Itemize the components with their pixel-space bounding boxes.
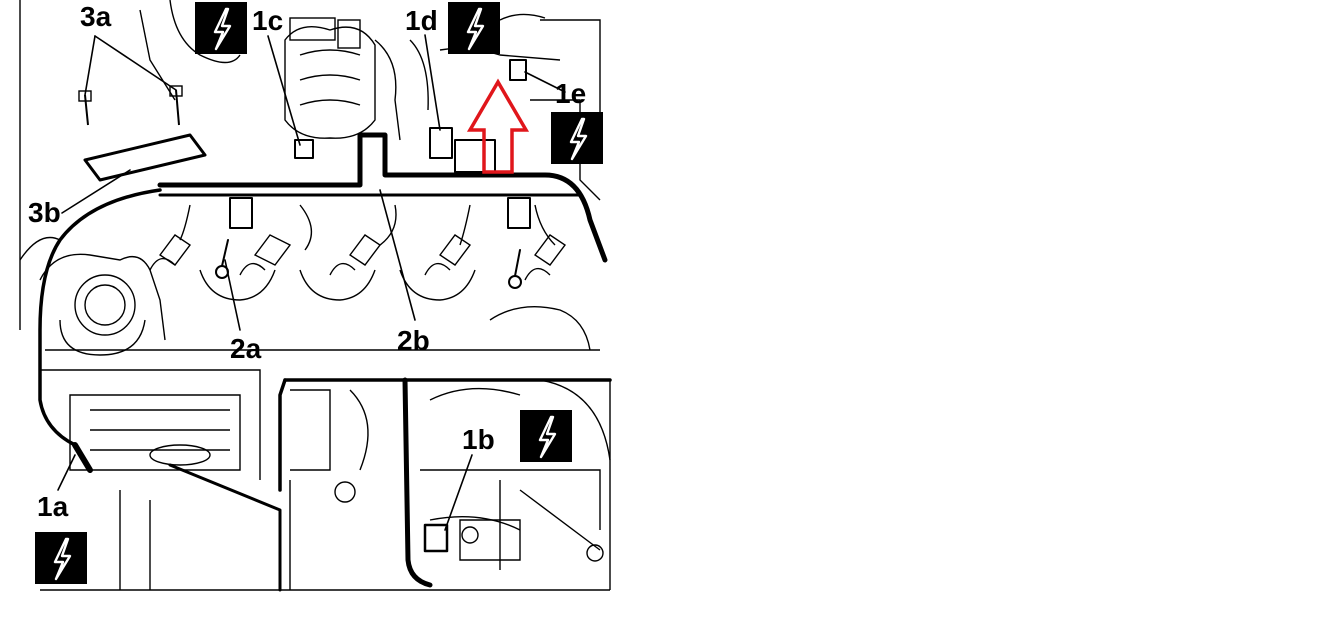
label-1e: 1e [555, 78, 586, 109]
label-3a: 3a [80, 1, 112, 32]
engine-wiring-diagram: 3a 1c 1d 1e 3b 2a 2b 1b 1a [0, 0, 620, 600]
lightning-bolt-icon [193, 0, 249, 56]
lightning-bolt-icon [33, 530, 89, 586]
lightning-bolt-icon [518, 408, 574, 464]
label-1a: 1a [37, 491, 69, 522]
lightning-bolt-icon [446, 0, 502, 56]
engine-background [19, 0, 611, 591]
lightning-bolt-icon [549, 110, 605, 166]
wiring-harness [38, 34, 612, 592]
label-1d: 1d [405, 5, 438, 36]
label-1c: 1c [252, 5, 283, 36]
up-arrow-icon [466, 78, 530, 174]
label-2b: 2b [397, 325, 430, 356]
label-2a: 2a [230, 333, 262, 364]
label-1b: 1b [462, 424, 495, 455]
label-3b: 3b [28, 197, 61, 228]
